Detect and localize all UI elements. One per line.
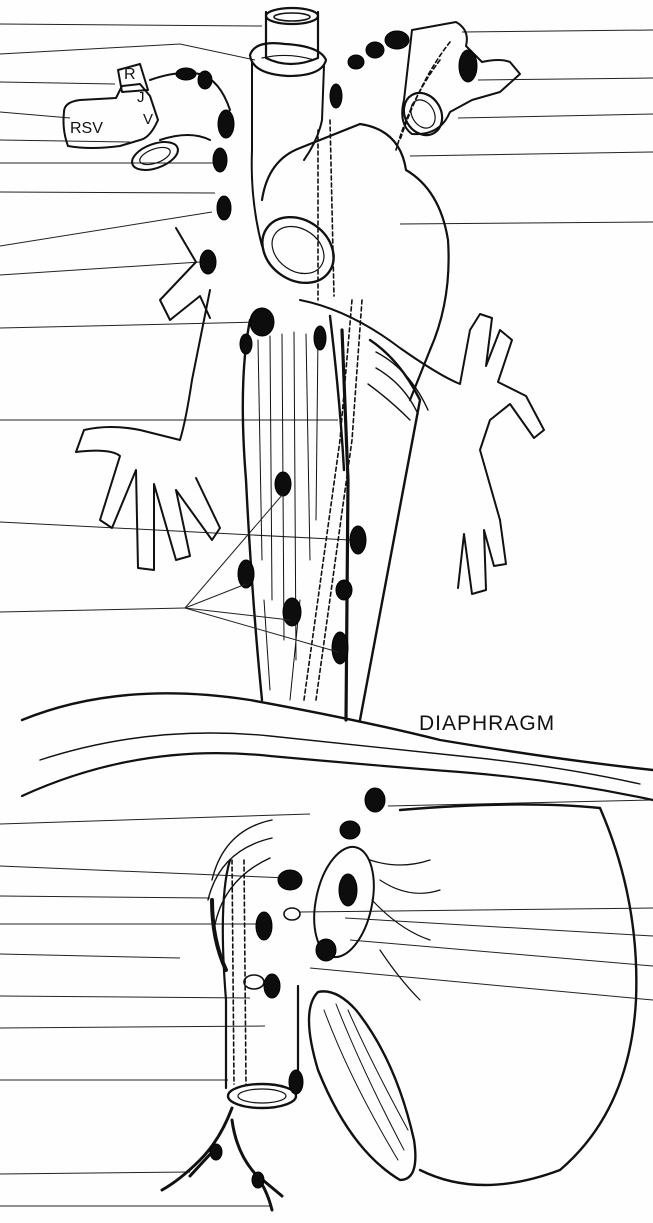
leader-line — [0, 212, 212, 246]
leader-line — [345, 918, 653, 936]
leader-line — [0, 608, 185, 612]
esophagus-lower-cut-inner — [238, 1089, 286, 1103]
small-vessel-cut — [284, 908, 300, 920]
leader-line — [310, 968, 653, 1000]
leader-line — [180, 44, 255, 60]
root-branches — [162, 1108, 282, 1210]
leader-line — [0, 996, 250, 998]
leader-line — [0, 140, 130, 142]
vessel-letter-labels: R J V RSV — [70, 66, 153, 137]
lymph-node — [176, 68, 196, 80]
diaphragm-label: DIAPHRAGM — [419, 712, 555, 735]
lymph-node — [385, 31, 409, 49]
lymph-node — [289, 1070, 303, 1094]
lymph-node — [336, 580, 352, 600]
leader-line — [0, 954, 180, 958]
lymph-node — [200, 250, 216, 274]
lymph-node — [348, 55, 364, 69]
aortic-arch — [262, 124, 449, 400]
vein-cut-end — [128, 137, 181, 176]
lymph-node — [366, 42, 384, 58]
lymph-node — [217, 196, 231, 220]
leader-line — [185, 608, 290, 620]
leader-line — [0, 1172, 190, 1174]
muscle-fibers — [258, 332, 318, 700]
lymph-node — [365, 788, 385, 812]
leader-line — [0, 44, 180, 54]
stomach-region — [162, 804, 636, 1210]
left-main-bronchus — [76, 290, 220, 570]
label-v: V — [143, 111, 153, 128]
lymph-node — [316, 939, 336, 961]
trachea-opening-inner — [274, 13, 310, 21]
lymph-node — [213, 148, 227, 172]
lymph-node — [314, 326, 326, 350]
subclavian-artery — [150, 73, 230, 140]
lymph-node — [283, 598, 301, 626]
leader-line — [350, 940, 653, 966]
lymph-node — [210, 1144, 222, 1160]
lymph-node — [350, 526, 366, 554]
lymph-node — [278, 870, 302, 890]
leader-line — [410, 152, 653, 156]
lymph-node — [330, 84, 342, 108]
dashed-lower-duct — [232, 860, 246, 1084]
leader-line — [462, 30, 653, 32]
leader-line — [0, 192, 215, 193]
dashed-vessel-upper — [318, 120, 334, 300]
lymph-node — [256, 912, 272, 940]
lymph-node — [332, 632, 348, 664]
leader-line — [478, 78, 653, 80]
leader-line — [0, 24, 262, 26]
label-rsv: RSV — [70, 120, 103, 137]
leader-line — [185, 584, 246, 608]
leader-line — [300, 908, 653, 912]
leader-line — [400, 222, 653, 224]
diaphragm-upper-edge — [22, 693, 653, 770]
lymph-node — [198, 71, 212, 89]
lymph-node — [238, 560, 254, 588]
leader-line — [0, 322, 262, 328]
diaphragm-middle-line — [40, 733, 640, 784]
lymph-node — [218, 110, 234, 138]
lymph-node — [459, 50, 477, 82]
right-leader-lines — [300, 30, 653, 1000]
lymph-node — [252, 1172, 264, 1188]
lymph-node — [240, 334, 252, 354]
leader-line — [0, 262, 200, 275]
lymph-node — [275, 472, 291, 496]
lymph-node — [250, 308, 274, 336]
leader-line — [0, 112, 70, 118]
small-vessel-cut — [244, 975, 264, 989]
stomach-cut-section — [309, 991, 415, 1180]
leader-line — [0, 896, 210, 898]
lymph-node — [340, 821, 360, 839]
aortic-cut-inner — [263, 217, 333, 284]
leader-line — [458, 114, 653, 118]
left-upper-lobe-branch — [160, 228, 210, 320]
lymph-node — [264, 974, 280, 998]
leader-line — [185, 494, 283, 608]
leader-line — [0, 82, 115, 84]
lymph-node — [339, 874, 357, 906]
label-r: R — [124, 66, 136, 83]
diaphragm: DIAPHRAGM — [22, 693, 653, 800]
diaphragm-lower-edge — [22, 753, 653, 800]
leader-line — [0, 522, 350, 540]
label-j: J — [137, 89, 145, 106]
